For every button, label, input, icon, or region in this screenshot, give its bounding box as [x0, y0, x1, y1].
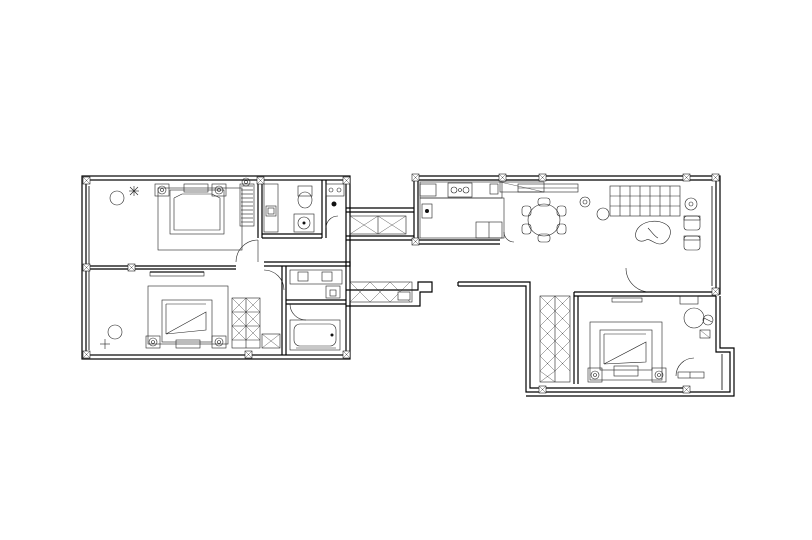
wardrobe [239, 183, 255, 227]
sink-icon [421, 203, 433, 219]
bathtub-icon [289, 319, 341, 351]
lounge-chair [683, 215, 701, 231]
bathroom-center-top [263, 183, 345, 233]
sink-icon [297, 271, 309, 282]
dining-chairs [521, 197, 567, 243]
bedroom-top-left [109, 177, 259, 263]
double-bed [599, 329, 653, 371]
double-bed [161, 299, 213, 343]
ceiling-light-icon [100, 339, 110, 349]
bedroom-right [539, 295, 714, 383]
stove-icon [447, 182, 473, 198]
living-dining [517, 183, 701, 293]
sink-icon [321, 271, 333, 282]
left-unit-walls [81, 175, 351, 360]
corridor-walls [346, 207, 433, 307]
double-bed [169, 189, 225, 235]
toilet-icon [297, 185, 313, 197]
bathroom-center [289, 269, 343, 351]
ceiling-light-icon [129, 186, 139, 196]
shower-icon [325, 183, 345, 197]
round-dining-table [527, 203, 561, 237]
desk-chair [683, 307, 705, 329]
sink-icon [265, 205, 277, 217]
plant-icon [684, 197, 698, 211]
coffee-table [635, 220, 671, 245]
bookshelf [609, 185, 681, 217]
kitchen [419, 181, 545, 243]
floor-lamp-icon [109, 190, 125, 206]
lounge-chair [683, 235, 701, 251]
toilet-icon [325, 285, 341, 299]
bedroom-bottom-left [100, 269, 285, 349]
floor-lamp-icon [107, 324, 123, 340]
